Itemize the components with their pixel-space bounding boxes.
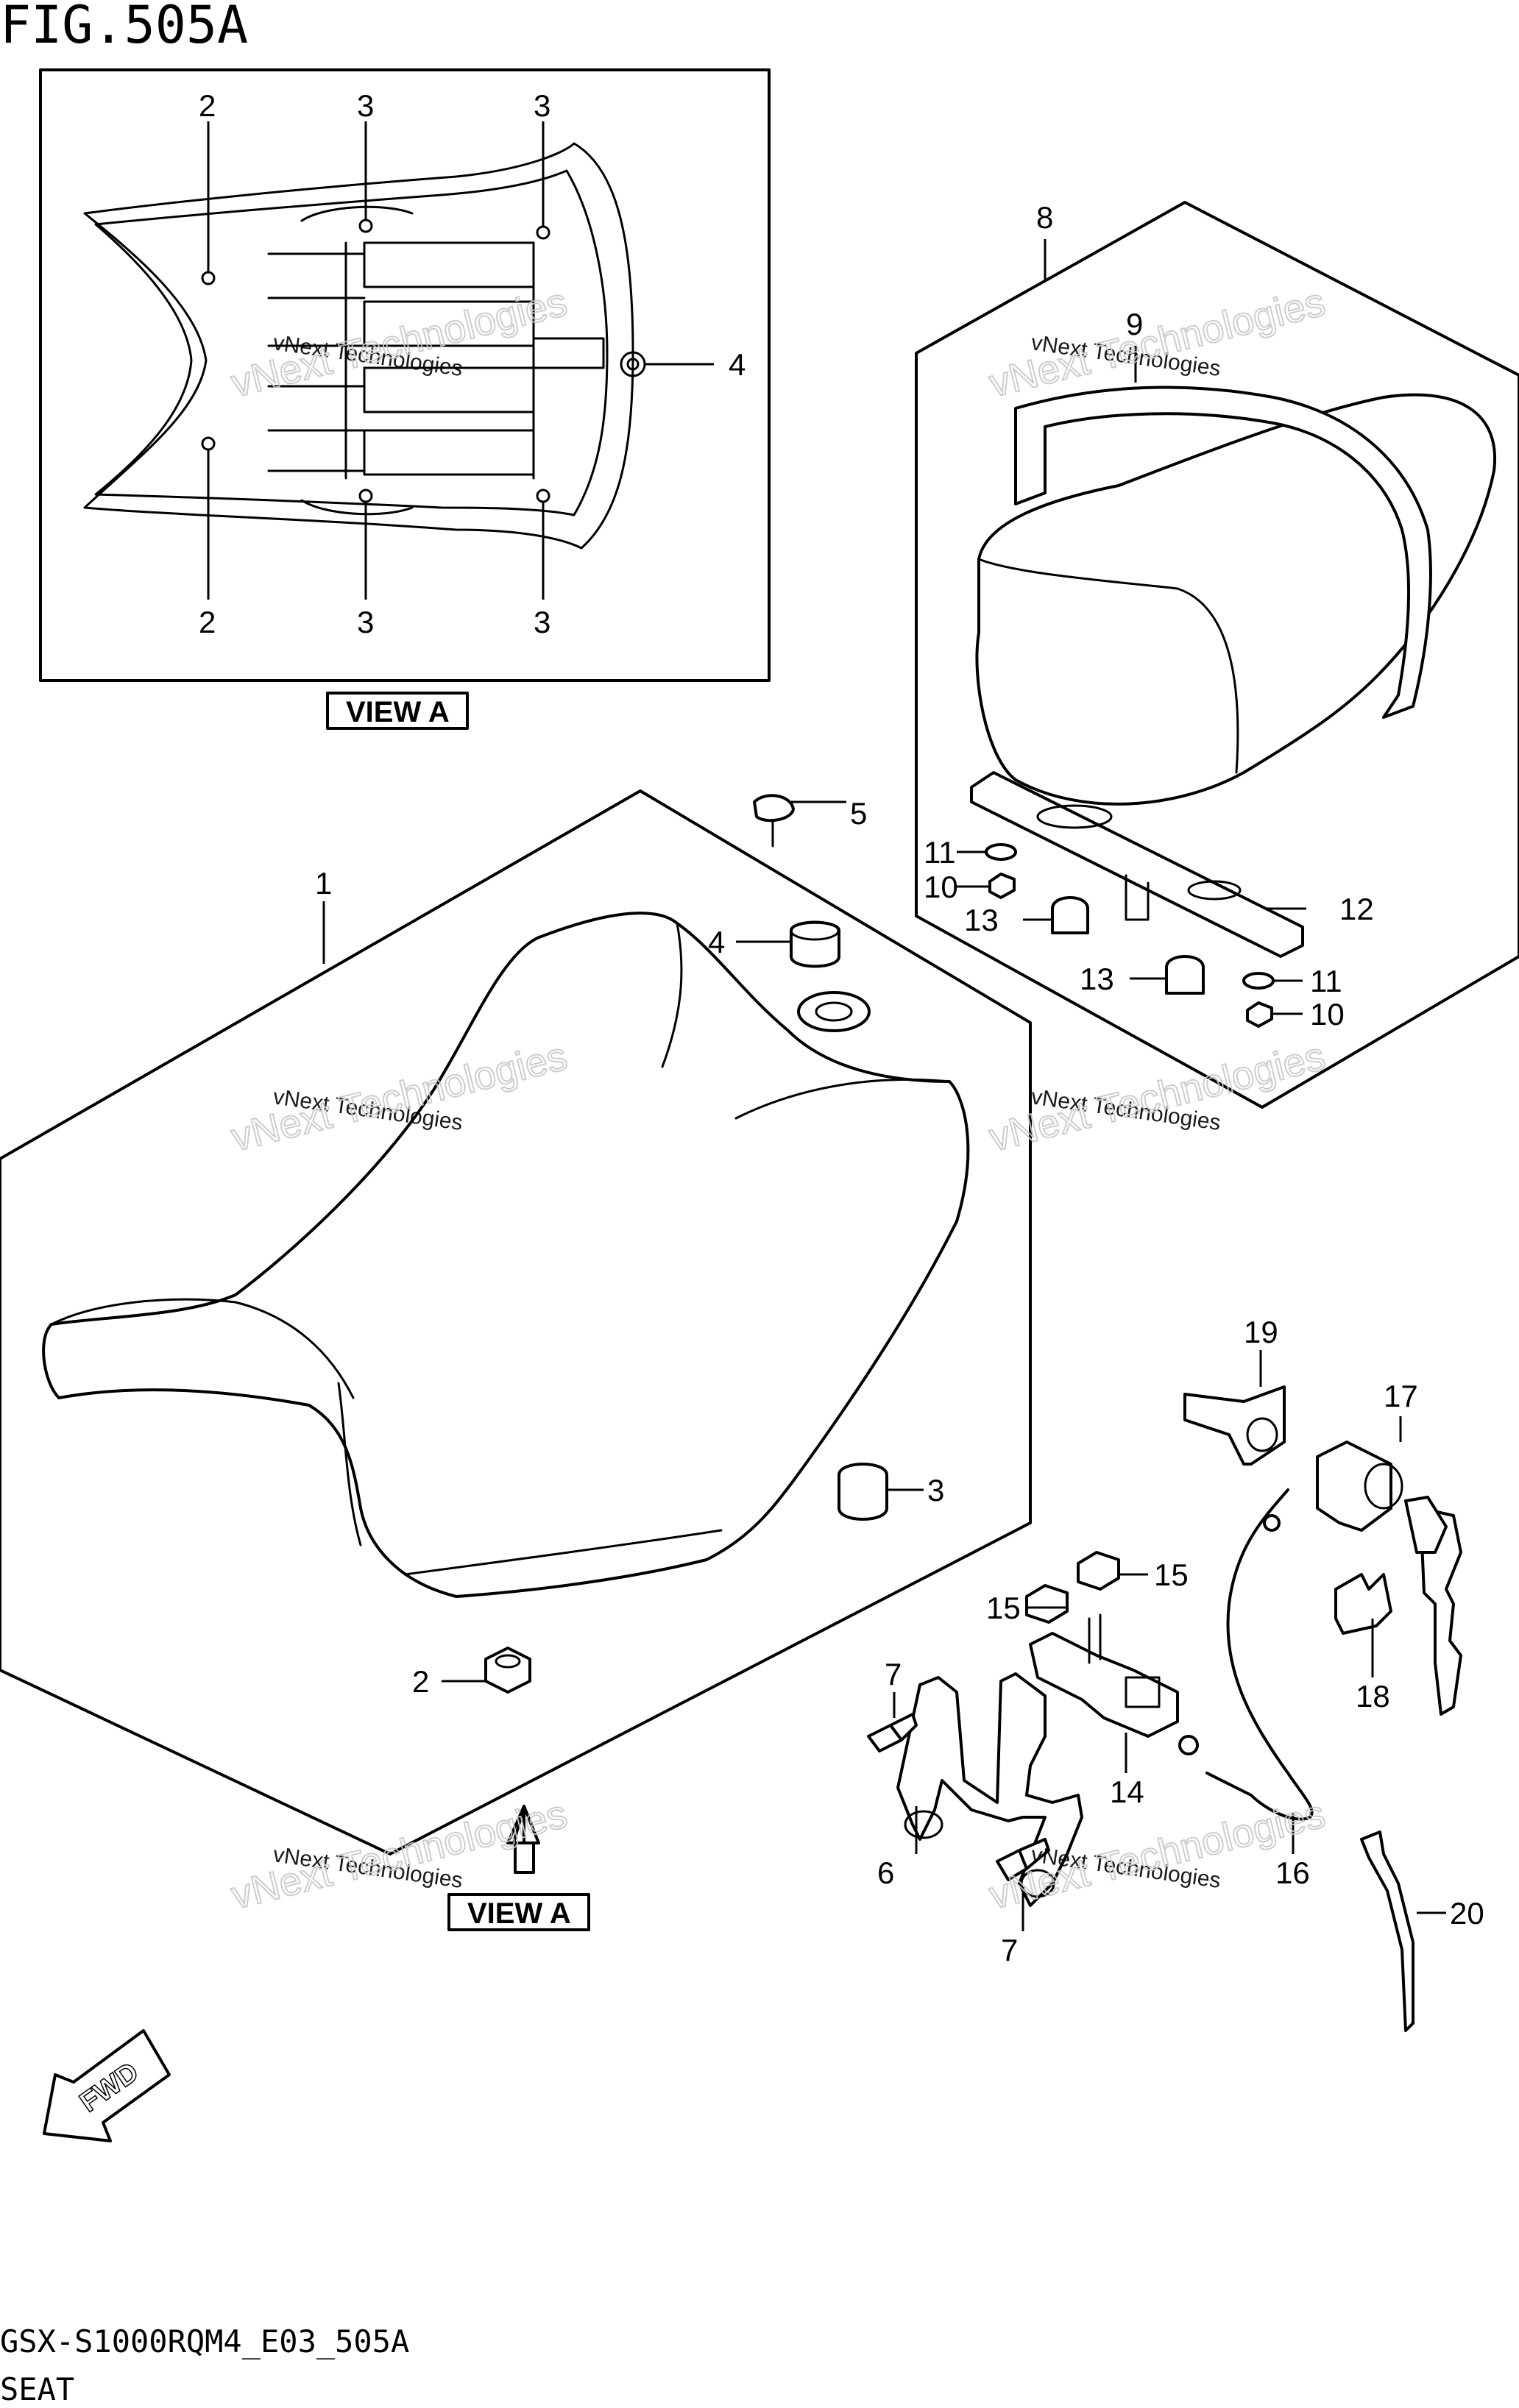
part-14-latch [1029, 1632, 1179, 1738]
callout-4-inset: 4 [729, 347, 746, 382]
view-a-label-top: VIEW A [346, 696, 450, 728]
hole-3-top-left [358, 219, 373, 233]
hole-3-bottom-left [358, 489, 373, 503]
callout-3-c: 3 [357, 605, 374, 639]
view-a-label-bottom: VIEW A [467, 1897, 571, 1930]
callout-15-b: 15 [1154, 1558, 1189, 1592]
callout-2-bottom: 2 [199, 605, 216, 639]
hole-3-bottom-right [536, 489, 550, 503]
callout-11-b: 11 [1310, 964, 1342, 998]
part-7-bolt-b [996, 1838, 1050, 1881]
callout-1: 1 [315, 866, 332, 901]
hole-2-top [201, 271, 216, 285]
part-10-nut-a [988, 873, 1016, 899]
callout-3-main: 3 [927, 1473, 944, 1507]
view-a-label-bottom-box [447, 1893, 590, 1931]
callout-8: 8 [1036, 200, 1053, 235]
callout-3-b: 3 [534, 88, 550, 123]
callout-10-a: 10 [924, 870, 958, 904]
part-16-cable [1205, 1488, 1314, 1821]
view-a-frame [39, 68, 771, 682]
hole-3-top-right [536, 225, 550, 240]
part-5-pin [753, 794, 795, 823]
callout-13-a: 13 [964, 903, 999, 937]
callout-20: 20 [1450, 1896, 1484, 1931]
front-seat-cushion [42, 912, 970, 1598]
part-18-clip [1334, 1573, 1392, 1635]
figure-name: SEAT [0, 2371, 74, 2407]
seat-hook-ring [797, 991, 871, 1032]
callout-19: 19 [1244, 1315, 1278, 1349]
callout-2-main: 2 [412, 1664, 429, 1699]
part-7-bolt-a [867, 1713, 918, 1752]
view-a-inset: 2 2 3 3 3 3 4 [39, 68, 771, 682]
rear-seat-panel: 8 9 11 10 13 12 13 11 10 [915, 200, 1519, 1109]
callout-7-b: 7 [1001, 1933, 1018, 1967]
part-11-washer-b [1242, 972, 1275, 990]
callout-6: 6 [877, 1855, 894, 1890]
callout-5: 5 [850, 796, 867, 831]
part-13-damper-a [1051, 896, 1089, 934]
part-10-nut-b [1246, 1001, 1273, 1028]
lock-assembly: 19 17 18 15 15 14 16 7 6 7 20 [867, 1315, 1484, 2032]
callout-14: 14 [1110, 1775, 1144, 1809]
figure-code: GSX-S1000RQM4_E03_505A [0, 2323, 409, 2359]
part-20-cable-tie [1360, 1830, 1414, 2032]
callout-18: 18 [1356, 1679, 1390, 1713]
part-4-grommet [790, 920, 840, 968]
part-3-damper [838, 1463, 888, 1521]
part-12-bracket [970, 771, 1304, 958]
callout-3-a: 3 [357, 88, 374, 123]
callout-10-b: 10 [1310, 997, 1345, 1031]
callout-9: 9 [1126, 307, 1143, 341]
callout-11-a: 11 [924, 835, 956, 870]
callout-16: 16 [1275, 1855, 1310, 1890]
rear-seat-cushion [975, 393, 1497, 806]
front-seat-frame [0, 789, 1032, 1855]
hole-2-bottom [201, 436, 216, 451]
seat-underside-inner [94, 169, 609, 516]
rear-seat-frame [915, 201, 1519, 1109]
callout-13-b: 13 [1080, 962, 1114, 996]
part-15-nut-b [1077, 1551, 1120, 1591]
part-17-lock [1316, 1441, 1392, 1532]
callout-12: 12 [1339, 892, 1374, 926]
callout-4-main: 4 [708, 925, 725, 959]
part-13-damper-b [1165, 955, 1205, 995]
callout-2-top: 2 [199, 88, 216, 123]
callout-17: 17 [1384, 1379, 1418, 1413]
figure-title: FIG.505A [0, 0, 248, 55]
view-a-label-top-box [326, 692, 469, 730]
callout-3-d: 3 [534, 605, 550, 639]
front-seat-panel: VIEW A 1 5 4 3 2 [0, 789, 1032, 1931]
callout-15-a: 15 [986, 1591, 1021, 1625]
fwd-arrow: FWD [43, 2029, 171, 2142]
part-15-nut-a [1025, 1584, 1069, 1624]
seat-underside-outline [83, 142, 634, 550]
part-11-washer-a [985, 843, 1017, 861]
callout-7-a: 7 [885, 1657, 902, 1691]
underside-ribs [267, 205, 605, 516]
part-19-bracket [1183, 1385, 1286, 1466]
rear-seat-strap [1014, 386, 1432, 719]
key [1419, 1507, 1462, 1716]
